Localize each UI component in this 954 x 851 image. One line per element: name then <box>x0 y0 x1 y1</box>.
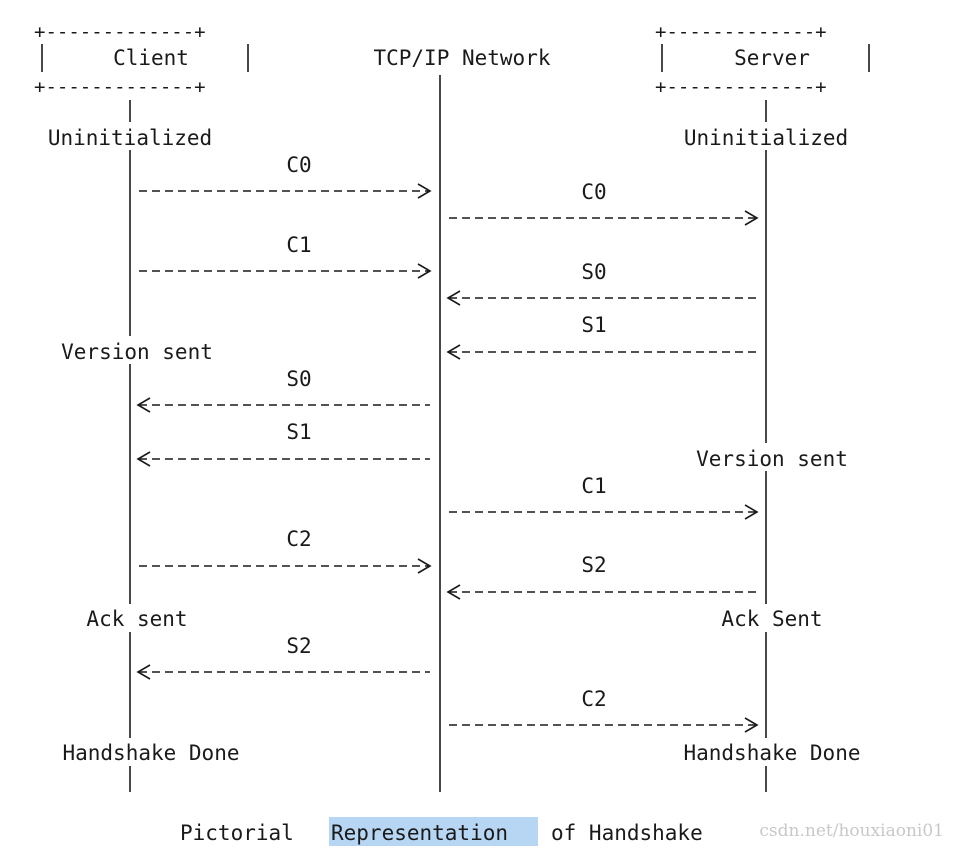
message-arrow-s1-client: S1 <box>136 420 430 467</box>
message-label-s1-server: S1 <box>581 313 606 337</box>
caption: Pictorial Representation of Handshake <box>180 817 703 846</box>
server-state-ack-sent: Ack Sent <box>721 607 822 631</box>
caption-text-end: of Handshake <box>551 821 703 845</box>
message-arrow-c0-server: C0 <box>449 180 759 226</box>
message-arrow-c2-client: C2 <box>139 527 432 574</box>
server-state-uninitialized: Uninitialized <box>684 126 848 150</box>
message-arrow-c0-client: C0 <box>139 153 432 199</box>
message-label-s1: S1 <box>286 420 311 444</box>
server-state-version-sent: Version sent <box>696 447 848 471</box>
svg-text:+-------------+: +-------------+ <box>655 76 827 98</box>
network-label: TCP/IP Network <box>373 46 550 70</box>
message-arrow-s0-client: S0 <box>136 367 430 413</box>
message-label-s0-server: S0 <box>581 260 606 284</box>
svg-text:+-------------+: +-------------+ <box>655 21 827 43</box>
message-label-c2: C2 <box>286 527 311 551</box>
server-state-handshake-done: Handshake Done <box>683 741 860 765</box>
message-arrow-s1-server: S1 <box>446 313 757 360</box>
client-state-version-sent: Version sent <box>61 340 213 364</box>
message-label-s0: S0 <box>286 367 311 391</box>
caption-text-highlight: Representation <box>331 821 508 845</box>
message-arrow-c1-client: C1 <box>139 233 432 279</box>
watermark: csdn.net/houxiaoni01 <box>759 821 944 841</box>
message-label-c0-server: C0 <box>581 180 606 204</box>
message-label-s2: S2 <box>286 634 311 658</box>
svg-text:+-------------+: +-------------+ <box>34 76 206 98</box>
message-label-c1-server: C1 <box>581 474 606 498</box>
client-label: Client <box>113 46 189 70</box>
message-arrow-s2-server: S2 <box>446 553 757 600</box>
client-state-uninitialized: Uninitialized <box>48 126 212 150</box>
server-label: Server <box>734 46 810 70</box>
caption-text-start: Pictorial <box>180 821 294 845</box>
message-arrow-c2-server: C2 <box>449 687 759 733</box>
message-label-s2-server: S2 <box>581 553 606 577</box>
message-label-c2-server: C2 <box>581 687 606 711</box>
message-arrow-s2-client: S2 <box>136 634 430 680</box>
client-state-ack-sent: Ack sent <box>86 607 187 631</box>
message-arrow-c1-server: C1 <box>449 474 759 520</box>
message-label-c1: C1 <box>286 233 311 257</box>
svg-text:+-------------+: +-------------+ <box>34 21 206 43</box>
server-box: +-------------+ +-------------+ Server <box>655 21 870 98</box>
message-label-c0: C0 <box>286 153 311 177</box>
client-box: +-------------+ +-------------+ Client <box>34 21 249 98</box>
message-arrow-s0-server: S0 <box>446 260 757 306</box>
client-state-handshake-done: Handshake Done <box>62 741 239 765</box>
caption-highlight <box>329 817 538 846</box>
